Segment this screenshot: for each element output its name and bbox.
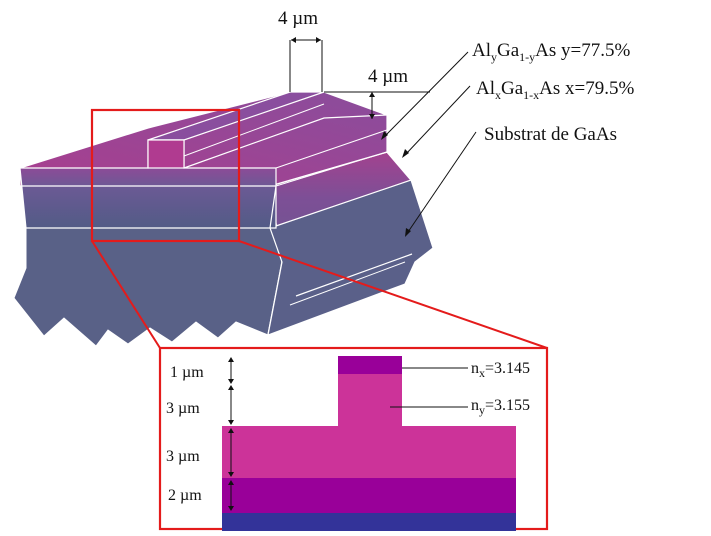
inset-cladding-layer	[222, 426, 516, 478]
thickness-label-1: 1 µm	[170, 364, 204, 381]
inset-ridge-body	[338, 374, 402, 426]
cladding-leader	[384, 51, 469, 137]
guide-formula-label: AlxGa1-xAs x=79.5%	[476, 78, 634, 102]
zoom-connector-left	[91, 240, 161, 349]
thickness-label-3: 3 µm	[166, 448, 200, 465]
index-x-label: nx=3.145	[471, 360, 530, 380]
cladding-formula-label: AlyGa1-yAs y=77.5%	[472, 40, 630, 64]
inset-ridge-top-layer	[338, 356, 402, 374]
zoom-region-box	[90, 108, 241, 243]
right-side-substrate	[267, 179, 434, 336]
thickness-label-4: 2 µm	[168, 487, 202, 504]
ridge-front	[147, 139, 185, 169]
guide-leader	[405, 85, 471, 155]
inset-guide-layer	[222, 478, 516, 513]
zoom-connector-right	[238, 240, 548, 349]
substrate-label: Substrat de GaAs	[484, 124, 617, 145]
index-y-label: ny=3.155	[471, 397, 530, 417]
width-dim-label: 4 µm	[278, 8, 318, 29]
substrate-leader	[407, 131, 477, 233]
thickness-label-2: 3 µm	[166, 400, 200, 417]
inset-substrate-layer	[222, 513, 516, 531]
height-dim-label: 4 µm	[368, 66, 408, 87]
